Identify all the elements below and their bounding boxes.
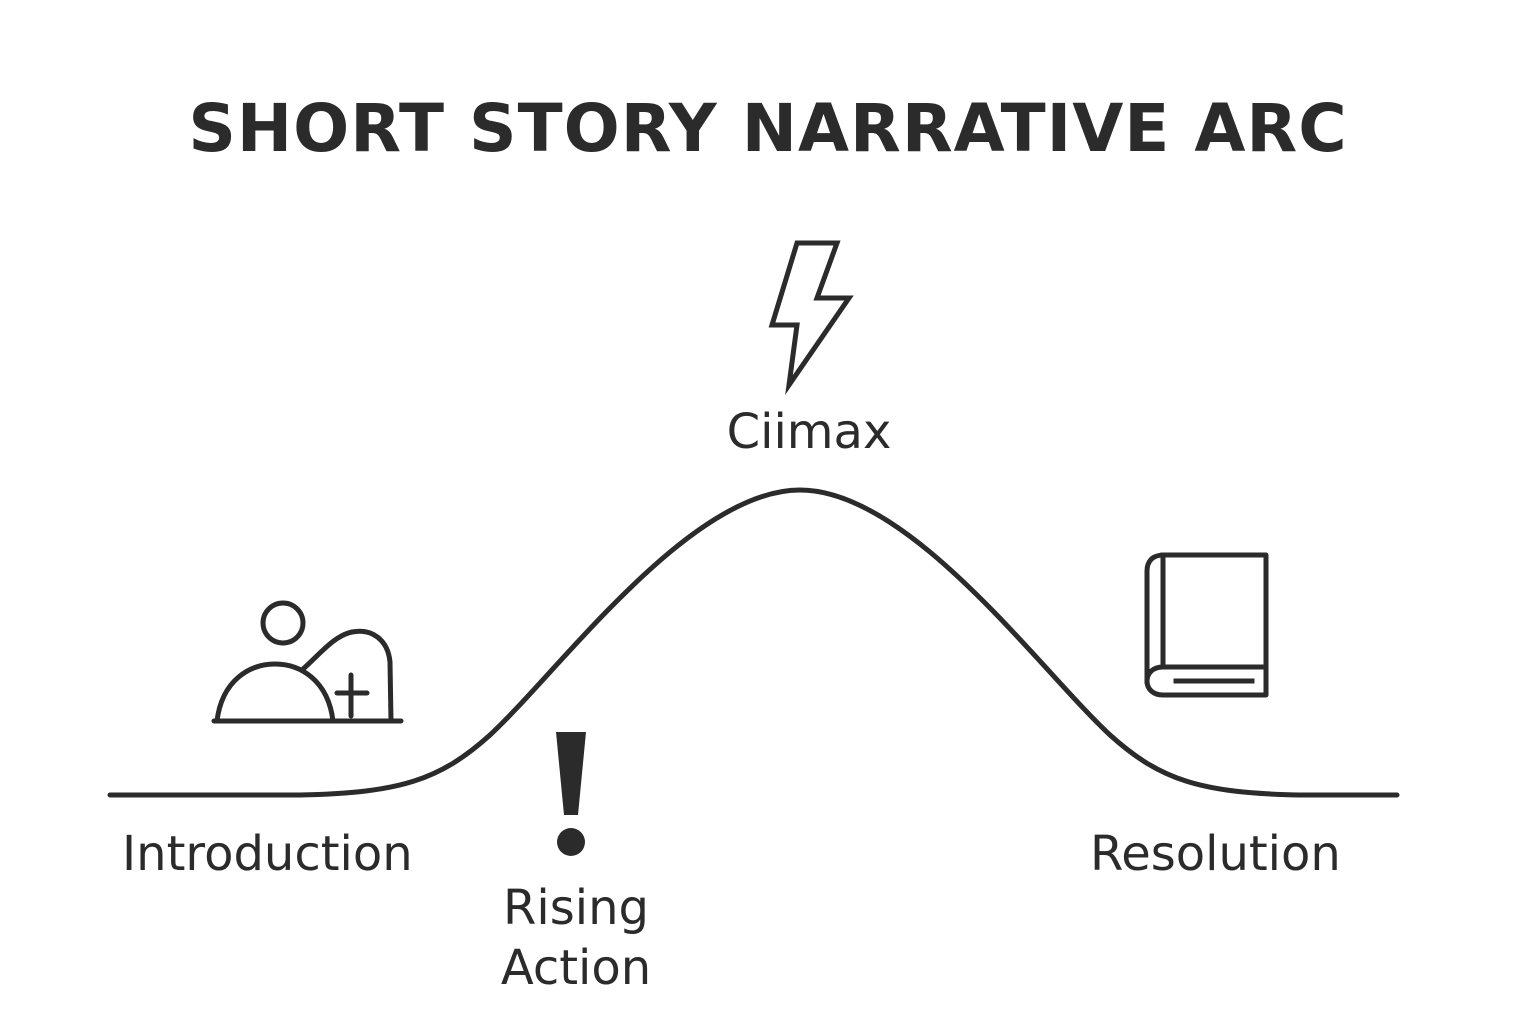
stage-label-introduction: Introduction xyxy=(122,826,413,882)
stage-label-rising-line2: Action xyxy=(500,940,652,996)
arc-curve xyxy=(107,487,1400,798)
book-icon xyxy=(1144,552,1269,698)
stage-label-rising-line1: Rising xyxy=(503,880,649,936)
diagram-title: SHORT STORY NARRATIVE ARC xyxy=(188,90,1348,167)
stage-label-resolution: Resolution xyxy=(1090,826,1341,882)
stage-label-climax: Ciimax xyxy=(726,404,892,460)
lightning-bolt-icon xyxy=(768,240,854,395)
landscape-person-icon xyxy=(211,600,404,724)
exclamation-icon xyxy=(556,732,586,856)
stage-label-rising-action: Rising Action xyxy=(426,878,726,998)
